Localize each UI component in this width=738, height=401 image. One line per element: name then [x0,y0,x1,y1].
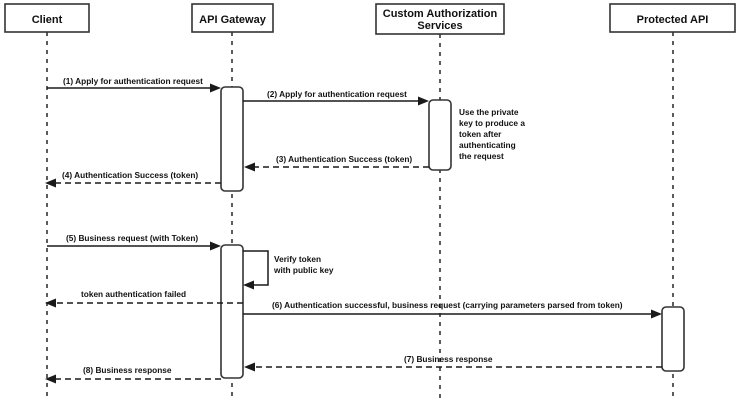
lifeline-box-api-gateway[interactable] [191,3,274,33]
activation-bar-api-gateway-auth[interactable] [220,86,244,192]
message-1-apply-for-authentication-request[interactable]: (1) Apply for authentication request [47,76,221,93]
self-message-verify-token-path [243,250,269,286]
lifeline-box-client[interactable] [4,3,90,33]
note-line-1: Use the private [459,107,519,117]
lifeline-header-client[interactable]: Client [4,3,90,33]
message-2-label: (2) Apply for authentication request [267,89,407,99]
message-5-label: (5) Business request (with Token) [66,233,198,243]
self-message-verify-token-label-line2: with public key [273,265,334,275]
message-5-arrowhead-icon [210,241,221,251]
message-token-auth-failed-label: token authentication failed [81,289,186,299]
note-use-private-key: Use the private key to produce a token a… [459,107,525,161]
message-8-business-response[interactable]: (8) Business response [45,365,221,384]
message-6-label: (6) Authentication successful, business … [272,300,623,310]
message-7-label: (7) Business response [404,354,493,364]
lifeline-label-protected-api: Protected API [637,14,709,26]
lifeline-label-custom-authorization-services-line2: Services [417,20,462,32]
message-6-authentication-successful-business-request[interactable]: (6) Authentication successful, business … [243,300,662,319]
message-8-label: (8) Business response [83,365,172,375]
lifeline-label-custom-authorization-services-line1: Custom Authorization [383,8,498,20]
note-line-5: the request [459,151,504,161]
activation-bar-custom-authorization-services[interactable] [428,99,452,171]
message-7-business-response[interactable]: (7) Business response [244,354,662,372]
message-4-authentication-success-token[interactable]: (4) Authentication Success (token) [45,170,221,188]
lifeline-label-api-gateway: API Gateway [199,14,267,26]
lifeline-header-protected-api[interactable]: Protected API [609,3,736,33]
note-line-3: token after [459,129,502,139]
message-3-authentication-success-token[interactable]: (3) Authentication Success (token) [244,154,429,172]
note-line-4: authenticating [459,140,516,150]
message-1-label: (1) Apply for authentication request [63,76,203,86]
activation-bar-api-gateway-business[interactable] [220,244,244,379]
message-4-arrowhead-icon [45,178,56,188]
message-2-apply-for-authentication-request[interactable]: (2) Apply for authentication request [243,89,429,106]
message-1-arrowhead-icon [210,83,221,93]
message-7-arrowhead-icon [244,362,255,372]
lifeline-box-custom-authorization-services[interactable] [375,3,505,35]
note-line-2: key to produce a [459,118,525,128]
message-3-label: (3) Authentication Success (token) [276,154,412,164]
message-token-auth-failed-arrowhead-icon [45,298,56,308]
lifeline-header-api-gateway[interactable]: API Gateway [191,3,274,33]
message-4-label: (4) Authentication Success (token) [62,170,198,180]
lifeline-header-custom-authorization-services[interactable]: Custom Authorization Services [375,3,505,35]
activation-bar-protected-api[interactable] [661,306,685,372]
lifeline-box-protected-api[interactable] [609,3,736,33]
message-8-arrowhead-icon [45,374,56,384]
message-5-business-request-with-token[interactable]: (5) Business request (with Token) [47,233,221,251]
self-message-verify-token-label-line1: Verify token [274,254,321,264]
message-2-arrowhead-icon [418,96,429,106]
self-message-verify-token[interactable]: Verify token with public key [243,250,334,290]
message-3-arrowhead-icon [244,162,255,172]
message-6-arrowhead-icon [651,309,662,319]
message-token-authentication-failed[interactable]: token authentication failed [45,289,243,308]
activation-bars-group [220,86,685,379]
lifeline-lines-group [46,32,674,398]
self-message-verify-token-arrowhead-icon [243,280,254,290]
lifeline-label-client: Client [32,14,63,26]
